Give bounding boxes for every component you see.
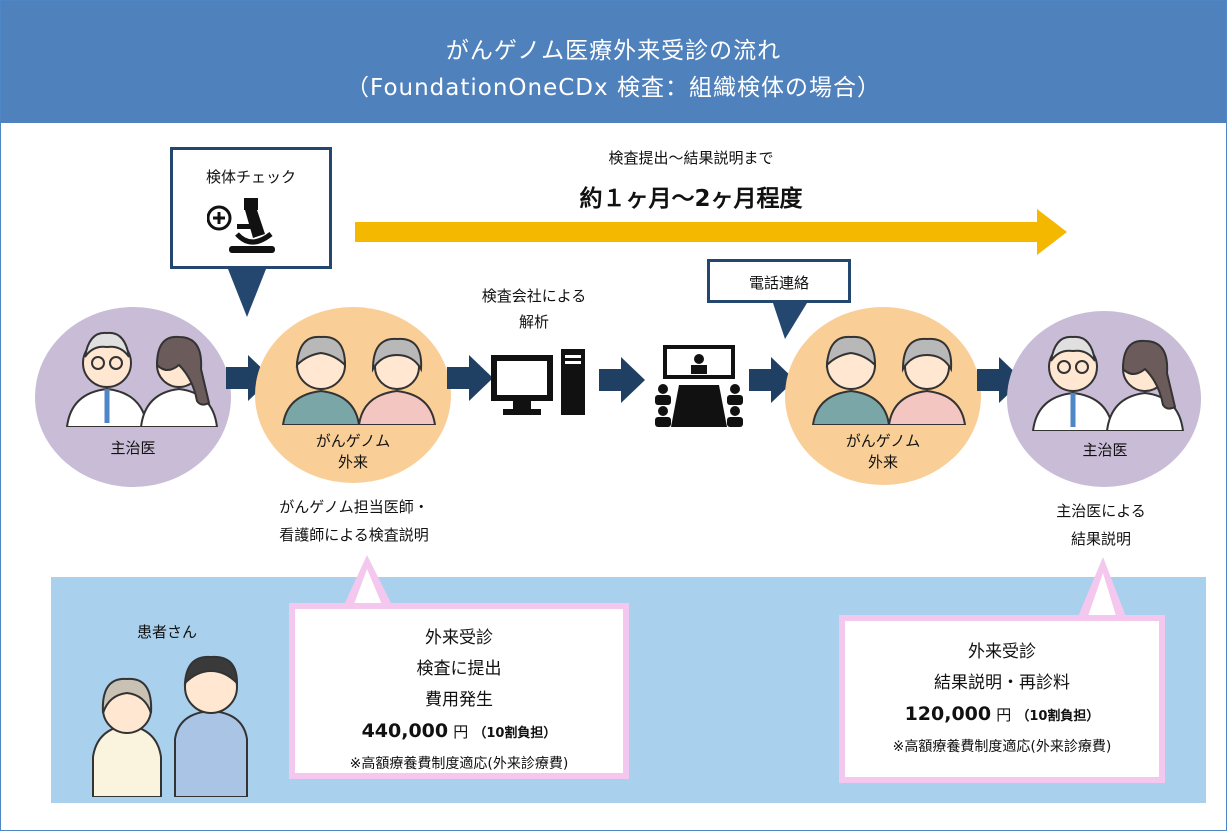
flow-arrow-4 xyxy=(749,357,795,403)
computer-icon xyxy=(491,349,585,415)
cost-left-line2: 検査に提出 xyxy=(416,659,502,679)
attending-label-left: 主治医 xyxy=(110,439,156,457)
cost-box-right: 外来受診 結果説明・再診料 120,000 円 （10割負担） ※高額療養費制度… xyxy=(839,615,1165,783)
explain-note-left-line1: がんゲノム担当医師・ xyxy=(279,498,429,516)
genome-outpatient-right-line1: がんゲノム xyxy=(845,432,921,450)
meeting-icon xyxy=(655,345,743,427)
analysis-label: 検査会社による 解析 xyxy=(449,283,619,335)
cost-right-unit: 円 xyxy=(996,706,1012,724)
phone-contact-pointer xyxy=(773,303,807,339)
doctor-pair-icon xyxy=(65,331,219,427)
cost-right-amount: 120,000 xyxy=(904,703,992,725)
timeline-duration: 約１ヶ月〜2ヶ月程度 xyxy=(579,186,803,212)
explain-note-left: がんゲノム担当医師・ 看護師による検査説明 xyxy=(239,493,469,549)
header-banner: がんゲノム医療外来受診の流れ （FoundationOneCDx 検査：組織検体… xyxy=(1,1,1226,123)
nurse-pair-icon xyxy=(811,335,967,425)
cost-left-amount: 440,000 xyxy=(361,720,449,742)
cost-box-left: 外来受診 検査に提出 費用発生 440,000 円 （10割負担） ※高額療養費… xyxy=(289,603,629,779)
cost-left-unit: 円 xyxy=(453,723,469,741)
cost-left-pointer xyxy=(343,555,393,607)
cost-left-line1: 外来受診 xyxy=(425,628,493,648)
genome-outpatient-label-right: がんゲノム 外来 xyxy=(813,431,953,473)
genome-outpatient-label-left: がんゲノム 外来 xyxy=(283,431,423,473)
patient-label: 患者さん xyxy=(137,623,198,641)
cost-right-price: 120,000 円 （10割負担） xyxy=(845,699,1159,732)
genome-outpatient-right-line2: 外来 xyxy=(867,453,898,471)
patient-pair-icon xyxy=(92,655,248,797)
nurse-pair-icon xyxy=(281,335,437,425)
analysis-label-line2: 解析 xyxy=(518,313,549,331)
explain-note-right-line2: 結果説明 xyxy=(1070,530,1131,548)
microscope-icon xyxy=(207,198,275,253)
cost-left-line3: 費用発生 xyxy=(425,690,493,710)
genome-outpatient-circle-left xyxy=(255,307,451,483)
cost-right-burden: （10割負担） xyxy=(1016,709,1100,724)
explain-note-left-line2: 看護師による検査説明 xyxy=(279,526,429,544)
timeline-caption: 検査提出〜結果説明まで xyxy=(608,149,774,167)
doctor-pair-icon xyxy=(1031,335,1185,431)
genome-outpatient-left-line2: 外来 xyxy=(337,453,368,471)
flow-arrow-2 xyxy=(447,355,493,401)
explain-note-right: 主治医による 結果説明 xyxy=(1031,497,1171,553)
cost-right-pointer xyxy=(1077,557,1127,619)
specimen-check-label: 検体チェック xyxy=(205,168,296,186)
cost-left-price: 440,000 円 （10割負担） xyxy=(295,716,623,749)
cost-left-burden: （10割負担） xyxy=(473,726,557,741)
explain-note-right-line1: 主治医による xyxy=(1056,502,1146,520)
genome-outpatient-left-line1: がんゲノム xyxy=(315,432,391,450)
phone-contact-label: 電話連絡 xyxy=(748,274,809,292)
cost-left-note: ※高額療養費制度適応(外来診療費) xyxy=(349,756,569,772)
specimen-check-pointer xyxy=(228,269,266,317)
genome-outpatient-circle-right xyxy=(785,307,981,485)
timeline-arrow xyxy=(355,209,1067,255)
flow-arrow-3 xyxy=(599,357,645,403)
cost-right-line2: 結果説明・再診料 xyxy=(934,673,1070,693)
attending-label-right: 主治医 xyxy=(1082,441,1128,459)
cost-right-note: ※高額療養費制度適応(外来診療費) xyxy=(892,739,1112,755)
title-line-1: がんゲノム医療外来受診の流れ xyxy=(445,38,782,64)
title-line-2: （FoundationOneCDx 検査：組織検体の場合） xyxy=(346,75,881,101)
analysis-label-line1: 検査会社による xyxy=(481,287,587,305)
phone-contact-box: 電話連絡 xyxy=(707,259,851,303)
cost-right-line1: 外来受診 xyxy=(968,642,1036,662)
specimen-check-box: 検体チェック xyxy=(170,147,332,269)
